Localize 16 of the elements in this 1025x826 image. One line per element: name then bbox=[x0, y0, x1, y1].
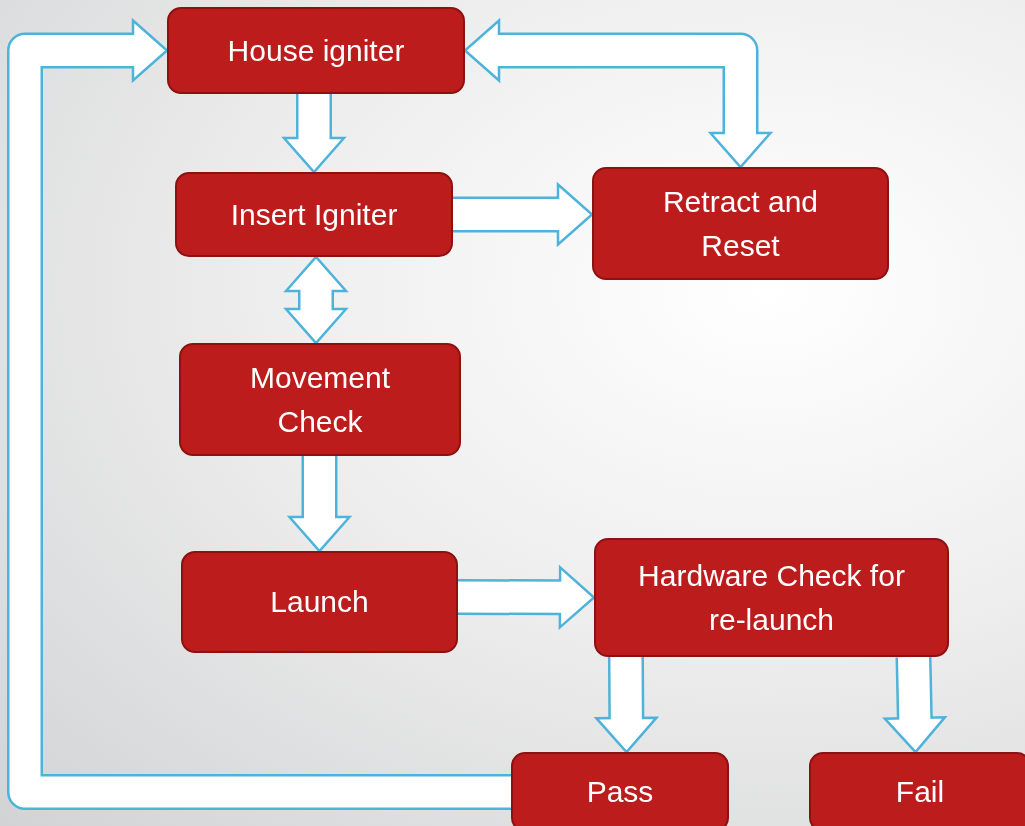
process-box bbox=[181, 551, 458, 653]
box-label: Retract and Reset bbox=[661, 184, 820, 264]
process-box bbox=[179, 343, 461, 456]
process-box bbox=[594, 538, 949, 657]
process-box bbox=[511, 752, 729, 826]
box-label: Launch bbox=[270, 584, 369, 621]
box-label: House igniter bbox=[227, 32, 405, 69]
process-box bbox=[175, 172, 453, 257]
process-box bbox=[167, 7, 465, 94]
box-label: Movement Check bbox=[248, 360, 392, 440]
box-label: Fail bbox=[895, 774, 945, 811]
box-label: Pass bbox=[586, 774, 654, 811]
box-label: Hardware Check for re-launch bbox=[637, 558, 906, 638]
box-label: Insert Igniter bbox=[230, 196, 398, 233]
process-box bbox=[809, 752, 1025, 826]
process-box bbox=[592, 167, 889, 280]
